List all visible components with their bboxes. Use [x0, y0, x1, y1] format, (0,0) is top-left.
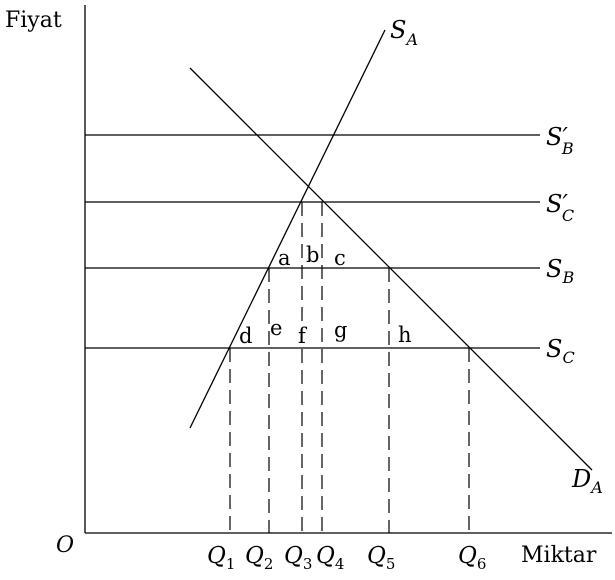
q4-label: Q4 — [316, 543, 344, 573]
area-label-g: g — [334, 318, 347, 342]
x-axis-label: Miktar — [521, 543, 597, 568]
q1-label: Q1 — [207, 543, 235, 573]
origin-label: O — [56, 533, 74, 558]
area-label-a: a — [278, 246, 291, 270]
area-label-d: d — [239, 324, 252, 348]
area-label-c: c — [334, 246, 346, 270]
q3-label: Q3 — [284, 543, 312, 573]
area-label-f: f — [298, 324, 308, 348]
q6-label: Q6 — [458, 543, 486, 573]
area-label-e: e — [270, 316, 282, 340]
demand-a-line — [189, 67, 593, 471]
supply-c-prime-label: S′C — [546, 190, 574, 225]
y-axis-label: Fiyat — [5, 8, 62, 33]
area-label-h: h — [398, 323, 412, 347]
supply-b-label: SB — [546, 255, 574, 287]
demand-a-label: DA — [571, 465, 603, 497]
supply-a-label: SA — [390, 16, 418, 49]
supply-a-line — [189, 29, 386, 429]
area-label-b: b — [306, 243, 319, 267]
q5-label: Q5 — [367, 543, 395, 573]
supply-b-prime-label: S′B — [546, 123, 574, 158]
supply-c-label: SC — [546, 335, 575, 367]
q2-label: Q2 — [245, 543, 273, 573]
